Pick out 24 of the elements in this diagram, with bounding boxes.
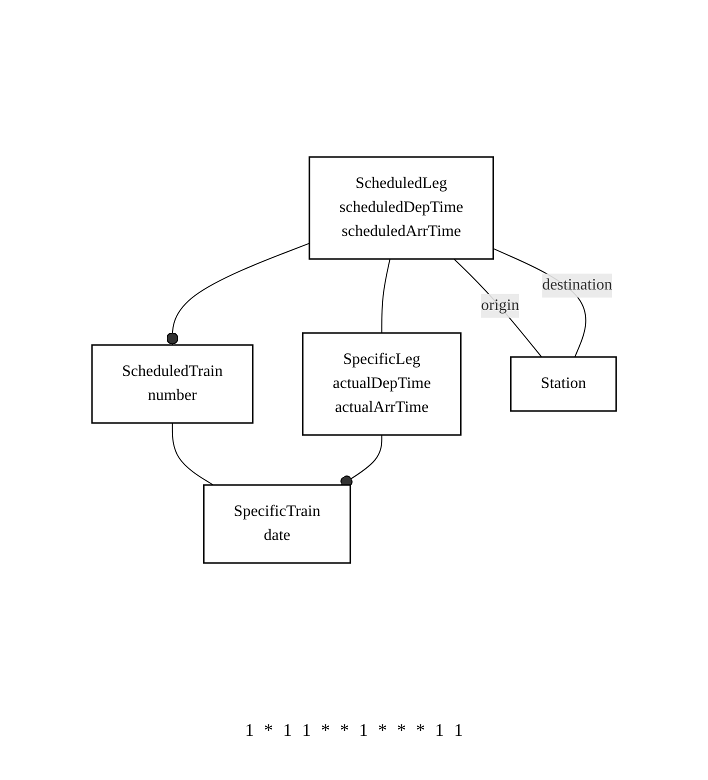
connector — [340, 434, 382, 488]
multiplicity-label: * — [321, 720, 330, 741]
multiplicity-label: * — [264, 720, 273, 741]
multiplicity-label: * — [397, 720, 406, 741]
multiplicity-label: 1 — [359, 720, 368, 741]
connector — [172, 422, 214, 486]
edge-label: origin — [480, 296, 520, 314]
multiplicity-label: 1 — [245, 720, 254, 741]
multiplicity-label: 1 — [435, 720, 444, 741]
node-box: ScheduledLeg scheduledDepTime scheduledArrTime — [308, 156, 494, 260]
node-box: SpecificLeg actualDepTime actualArrTime — [302, 332, 462, 436]
connector — [381, 258, 390, 334]
multiplicity-label: * — [340, 720, 349, 741]
multiplicity-label: 1 — [454, 720, 463, 741]
node-box: ScheduledTrain number — [91, 344, 254, 424]
node-box: SpecificTrain date — [202, 484, 351, 564]
connector — [453, 258, 542, 358]
connector — [166, 242, 310, 346]
node-box: Station — [510, 356, 617, 412]
multiplicity-label: * — [378, 720, 387, 741]
multiplicity-label: * — [416, 720, 425, 741]
multiplicity-label: 1 — [283, 720, 292, 741]
edge-label: destination — [542, 276, 612, 294]
multiplicity-label: 1 — [302, 720, 311, 741]
